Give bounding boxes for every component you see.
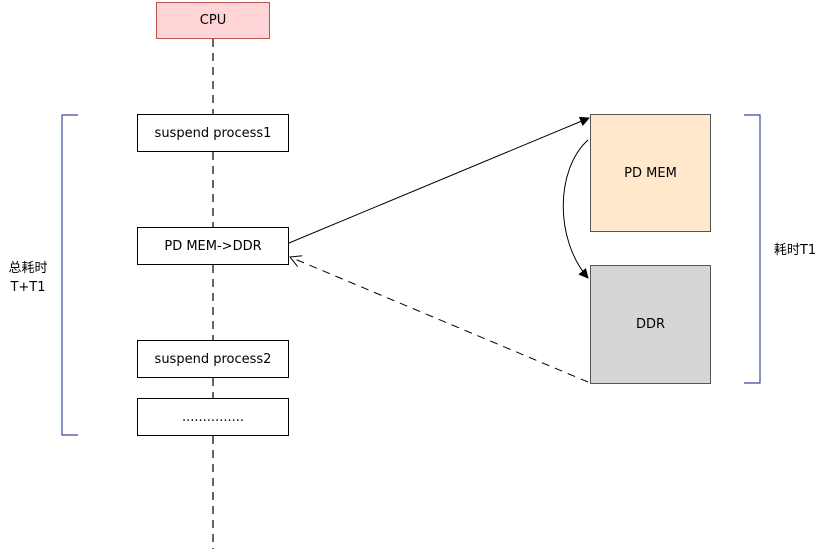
cpu-label: CPU (199, 13, 227, 28)
total-time-bracket (61, 114, 78, 436)
step-label: PD MEM->DDR (164, 238, 262, 254)
t1-time-bracket (744, 114, 761, 384)
step-label: suspend process2 (154, 351, 272, 367)
step-suspend-process1: suspend process1 (137, 114, 289, 152)
step-suspend-process2: suspend process2 (137, 340, 289, 378)
return-arrow (290, 257, 589, 383)
cpu-node: CPU (156, 2, 270, 39)
pd-mem-label: PD MEM (624, 165, 677, 181)
step-label: ............... (182, 409, 244, 425)
step-pd-mem-to-ddr: PD MEM->DDR (137, 227, 289, 265)
total-time-line2: T+T1 (10, 280, 46, 295)
ddr-block: DDR (590, 265, 711, 384)
step-ellipsis: ............... (137, 398, 289, 436)
step-label: suspend process1 (154, 125, 272, 141)
pd-mem-block: PD MEM (590, 114, 711, 232)
copy-arrow (288, 116, 590, 244)
transfer-curve-arrow (562, 139, 589, 279)
total-time-label: 总耗时 T+T1 (2, 259, 54, 297)
ddr-label: DDR (635, 317, 666, 332)
t1-time-label: 耗时T1 (773, 243, 817, 258)
total-time-line1: 总耗时 (8, 261, 48, 276)
